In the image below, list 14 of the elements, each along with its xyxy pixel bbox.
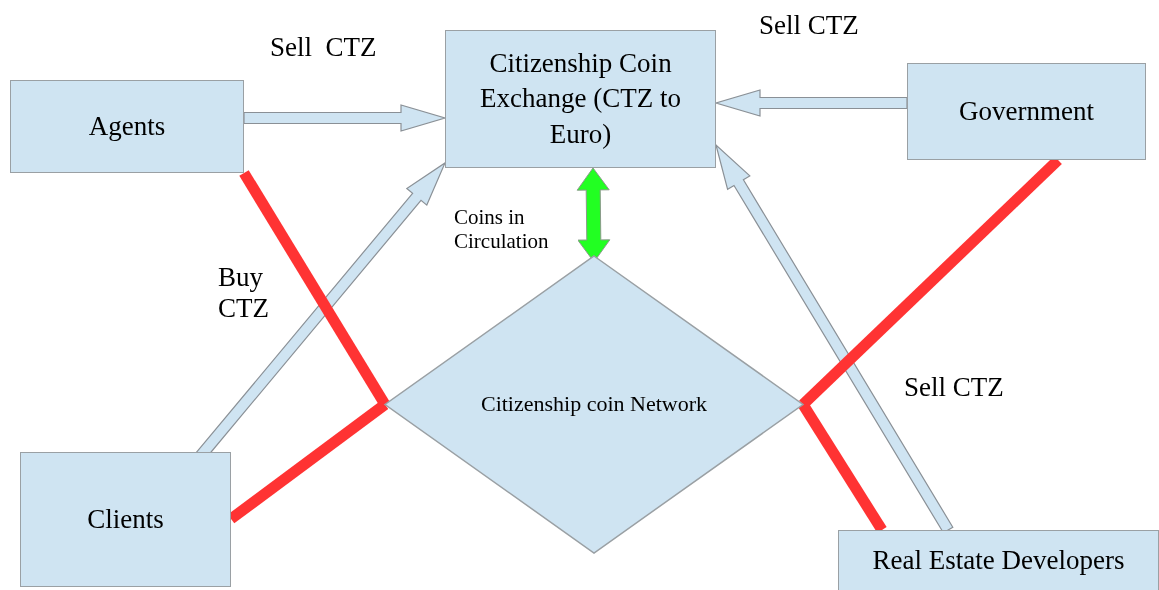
arrow [243, 104, 448, 132]
node-label: Citizenship Coin Exchange (CTZ to Euro) [479, 47, 682, 151]
network-diamond [385, 256, 803, 553]
entity-box [20, 452, 231, 587]
node-label: Government [958, 94, 1095, 128]
node-label: Citizenship coin Network [479, 390, 709, 419]
entity-box [445, 30, 716, 168]
entity-box [907, 63, 1146, 160]
node-label: Agents [87, 109, 167, 143]
arrow [713, 89, 908, 117]
entity-box [838, 530, 1159, 590]
node-label: Real Estate Developers [871, 544, 1126, 578]
entity-box [10, 80, 244, 173]
node-label: Clients [86, 502, 165, 536]
